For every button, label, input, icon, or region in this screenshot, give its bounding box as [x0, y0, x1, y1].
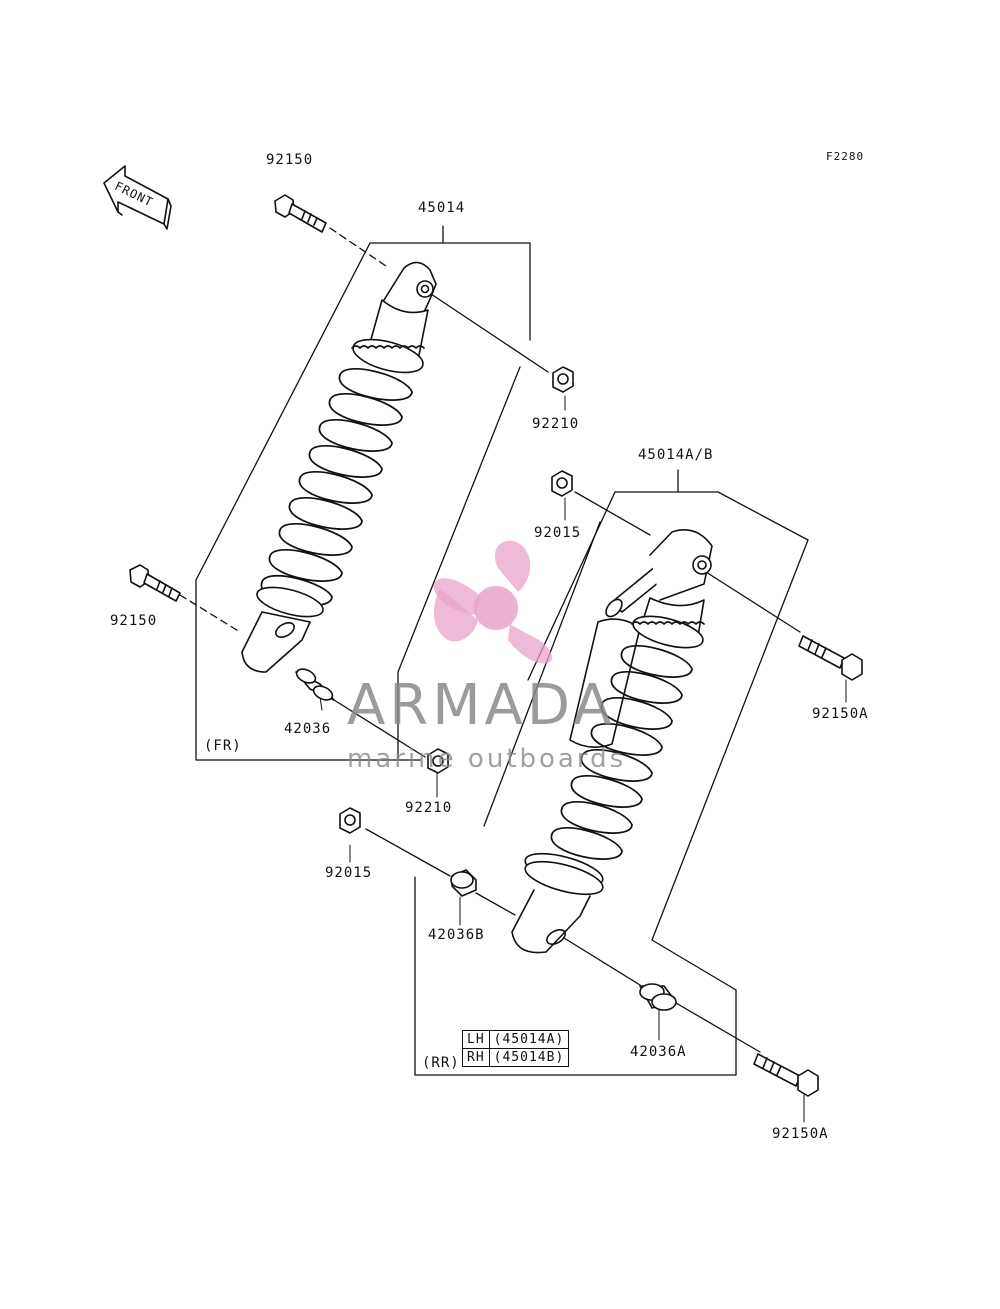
collar-42036b-icon [450, 869, 477, 897]
part-label-92015-low: 92015 [325, 865, 373, 881]
variant-side: RH [462, 1048, 490, 1067]
part-label-92210-low: 92210 [405, 800, 453, 816]
watermark-title: ARMADA [347, 673, 616, 738]
watermark-subtitle: marine outboards [347, 744, 627, 774]
nut-92210-top-icon [552, 366, 574, 393]
part-label-45014ab: 45014A/B [638, 447, 714, 463]
variant-row: RH (45014B) [462, 1048, 570, 1067]
part-label-92150a-upper: 92150A [812, 706, 869, 722]
part-label-92150-top: 92150 [266, 152, 314, 168]
propeller-logo-icon [433, 540, 553, 664]
variant-row: LH (45014A) [462, 1030, 570, 1049]
rear-group-label: (RR) [422, 1055, 460, 1071]
part-label-45014: 45014 [418, 200, 466, 216]
collar-42036a-icon [639, 983, 677, 1011]
bolt-92150a-lower-icon [753, 1053, 819, 1097]
front-shock-icon [241, 261, 437, 673]
bolt-92150-mid-icon [129, 564, 181, 602]
part-label-42036: 42036 [284, 721, 332, 737]
rear-shock-icon [511, 529, 713, 954]
bolt-92150-top-icon [274, 194, 327, 233]
part-label-42036b: 42036B [428, 927, 485, 943]
collar-42036-icon [295, 668, 335, 701]
part-label-92150-mid: 92150 [110, 613, 158, 629]
front-group-label: (FR) [204, 738, 242, 754]
variant-part: (45014B) [488, 1048, 570, 1067]
part-label-92015-top: 92015 [534, 525, 582, 541]
bolt-92150a-upper-icon [798, 635, 863, 681]
nut-92015-low-icon [339, 807, 361, 834]
rear-leader-lines [349, 469, 847, 1123]
variant-table: LH (45014A) RH (45014B) [462, 1030, 570, 1067]
nut-92210-low-icon [427, 748, 449, 774]
variant-part: (45014A) [488, 1030, 570, 1049]
nut-92015-top-icon [551, 470, 573, 497]
part-label-92210-top: 92210 [532, 416, 580, 432]
diagram-code: F2280 [826, 150, 865, 163]
front-arrow-icon [103, 165, 172, 230]
part-label-92150a-lower: 92150A [772, 1126, 829, 1142]
variant-side: LH [462, 1030, 490, 1049]
part-label-42036a: 42036A [630, 1044, 687, 1060]
